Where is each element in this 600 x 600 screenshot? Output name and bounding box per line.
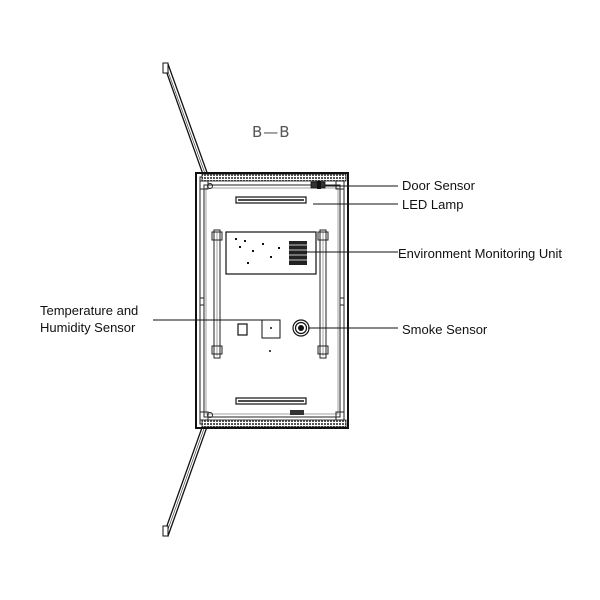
right-mounting-rail: [317, 229, 329, 359]
door-sensor-label: Door Sensor: [402, 178, 476, 193]
top-door-leaf: [162, 62, 210, 181]
temperature-humidity-label-line1: Temperature and: [40, 303, 138, 318]
led-lamp-label: LED Lamp: [402, 197, 463, 212]
top-hatched-panel: [201, 173, 347, 182]
led-lamp-top: [235, 196, 307, 204]
bottom-hatched-panel: [201, 419, 347, 428]
led-lamp-bottom: [235, 397, 307, 405]
environment-monitoring-unit: [225, 231, 317, 275]
left-mounting-rail: [211, 229, 223, 359]
bottom-sensor-block: [290, 410, 304, 415]
temperature-humidity-sensor: [237, 319, 281, 352]
smoke-sensor: [292, 319, 310, 337]
smoke-sensor-label: Smoke Sensor: [402, 322, 488, 337]
bottom-door-leaf: [162, 421, 209, 537]
section-label: B—B: [252, 123, 291, 141]
cabinet-body: [195, 172, 349, 429]
environment-monitoring-unit-label: Environment Monitoring Unit: [398, 246, 562, 261]
door-sensor: [310, 181, 326, 189]
temperature-humidity-label-line2: Humidity Sensor: [40, 320, 136, 335]
leader-lines: [153, 185, 398, 329]
